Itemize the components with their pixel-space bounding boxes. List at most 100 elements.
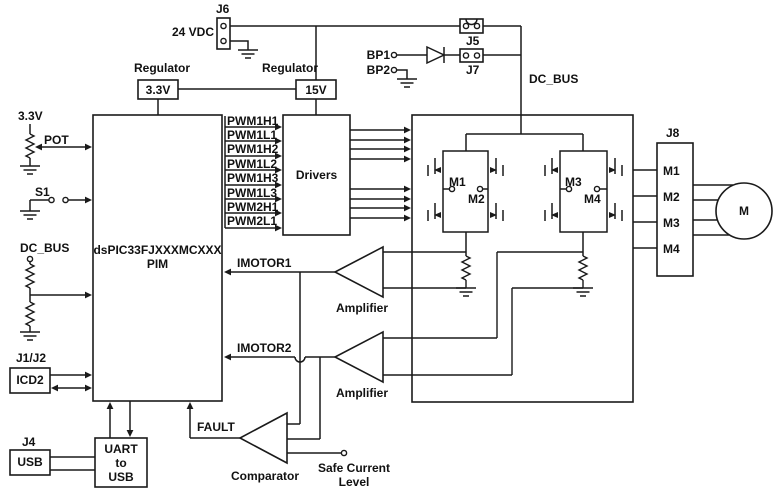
shunt-resistor-2 <box>577 255 589 281</box>
blocking-diode <box>426 45 446 65</box>
j8-pin-m1: M1 <box>663 164 680 178</box>
left-input-wires <box>20 124 131 471</box>
feedback-wires <box>189 271 341 454</box>
icd2-label: ICD2 <box>16 373 44 387</box>
bridge-m4-label: M4 <box>584 192 601 206</box>
ground-symbol-pot <box>20 165 40 175</box>
uart-usb-box <box>94 437 148 488</box>
pwm-label-1: PWM1H1 <box>227 114 279 128</box>
pot-label: POT <box>44 133 69 147</box>
j4-label: J4 <box>22 435 36 449</box>
divider-resistor-2 <box>24 301 36 327</box>
analog-blocks <box>238 245 384 465</box>
j6-label: J6 <box>216 2 230 16</box>
j8-connector <box>656 142 694 277</box>
power-input-wires <box>157 18 522 134</box>
ground-symbol-j6 <box>238 49 258 59</box>
imotor1-label: IMOTOR1 <box>237 256 292 270</box>
j8-pin-m3: M3 <box>663 216 680 230</box>
bp1-terminal <box>390 51 398 59</box>
pwm-arrowheads <box>275 123 282 232</box>
pwm-wires <box>224 116 275 229</box>
ground-symbol-s1 <box>20 210 40 220</box>
uart-line2: to <box>115 456 127 470</box>
j8-pin-m2: M2 <box>663 190 680 204</box>
pwm-label-6: PWM1L3 <box>227 186 278 200</box>
pin-circles <box>220 22 481 74</box>
uart-line3: USB <box>108 470 134 484</box>
uart-line1: UART <box>104 442 138 456</box>
drivers-label: Drivers <box>295 168 338 182</box>
driver-arrowheads <box>404 126 411 222</box>
j5-label: J5 <box>466 34 480 48</box>
amplifier1-label: Amplifier <box>336 301 389 315</box>
bridge-m1-label: M1 <box>449 175 466 189</box>
amplifier-1-triangle <box>333 245 384 299</box>
pot-resistor <box>24 133 36 159</box>
amplifier2-label: Amplifier <box>336 386 389 400</box>
pim-title-line1: dsPIC33FJXXXMCXXX <box>93 243 222 257</box>
shunt-resistor-1 <box>460 255 472 281</box>
driver-output-wires <box>350 129 404 219</box>
usb-box <box>9 449 51 476</box>
regulator-left-title: Regulator <box>134 61 191 75</box>
bp1-label: BP1 <box>366 48 390 62</box>
bridge-m2-label: M2 <box>468 192 485 206</box>
dc-bus-terminal <box>26 255 34 263</box>
s1-label: S1 <box>35 185 50 199</box>
imotor2-label: IMOTOR2 <box>237 341 292 355</box>
motor-circle <box>715 182 773 240</box>
bridge-node-circles <box>448 185 601 193</box>
dc-bus-left-label: DC_BUS <box>20 241 70 255</box>
fault-label: FAULT <box>197 420 235 434</box>
safe-current-level-label: Safe Current Level <box>314 461 394 489</box>
pwm-label-7: PWM2H1 <box>227 200 279 214</box>
dc-bus-right-label: DC_BUS <box>529 72 579 86</box>
output-wires <box>633 169 733 249</box>
regulator-right-title: Regulator <box>262 61 319 75</box>
shunt-network <box>383 251 593 376</box>
bp2-terminal <box>390 66 398 74</box>
ground-symbol-divider <box>20 331 40 341</box>
pwm-label-4: PWM1L2 <box>227 157 278 171</box>
regulator-3v3-value: 3.3V <box>145 83 171 97</box>
pwm-label-5: PWM1H3 <box>227 171 279 185</box>
j8-pin-m4: M4 <box>663 242 680 256</box>
pwm-label-3: PWM1H2 <box>227 142 279 156</box>
safe-current-line1: Safe Current <box>317 461 391 475</box>
pwm-label-2: PWM1L1 <box>227 128 278 142</box>
j5-shunt-arc <box>465 18 478 26</box>
pim-title: dsPIC33FJXXXMCXXX PIM <box>93 243 222 271</box>
pwm-label-8: PWM2L1 <box>227 214 278 228</box>
safe-current-terminal <box>340 449 348 457</box>
j7-label: J7 <box>466 63 480 77</box>
left-terminals <box>26 196 69 263</box>
motor-label: M <box>739 204 749 218</box>
j8-label: J8 <box>666 126 680 140</box>
amplifier-2-triangle <box>333 330 384 384</box>
bp2-label: BP2 <box>366 63 390 77</box>
pim-title-line2: PIM <box>146 257 169 271</box>
icd2-box <box>9 367 51 394</box>
j1j2-label: J1/J2 <box>16 351 47 365</box>
rail-3v3-label: 3.3V <box>18 109 43 123</box>
mosfet-gate-bars <box>427 158 623 221</box>
h-bridge-wires <box>427 133 623 256</box>
comparator-label: Comparator <box>231 469 300 483</box>
pim-box <box>92 114 223 402</box>
divider-resistor-1 <box>24 263 36 289</box>
safe-current-line2: Level <box>338 475 370 489</box>
usb-label: USB <box>17 455 43 469</box>
j6-connector <box>216 17 231 50</box>
feedback-arrowheads <box>186 268 231 409</box>
mosfet-arrows <box>434 167 616 218</box>
uart-to-usb-label: UART to USB <box>95 442 147 484</box>
comparator-triangle <box>238 411 288 465</box>
pot-wiper-arrow <box>35 143 42 151</box>
left-arrowheads <box>35 143 134 437</box>
bridge-m3-label: M3 <box>565 175 582 189</box>
regulator-15v-value: 15V <box>305 83 327 97</box>
ground-symbol-bp2 <box>397 78 417 88</box>
